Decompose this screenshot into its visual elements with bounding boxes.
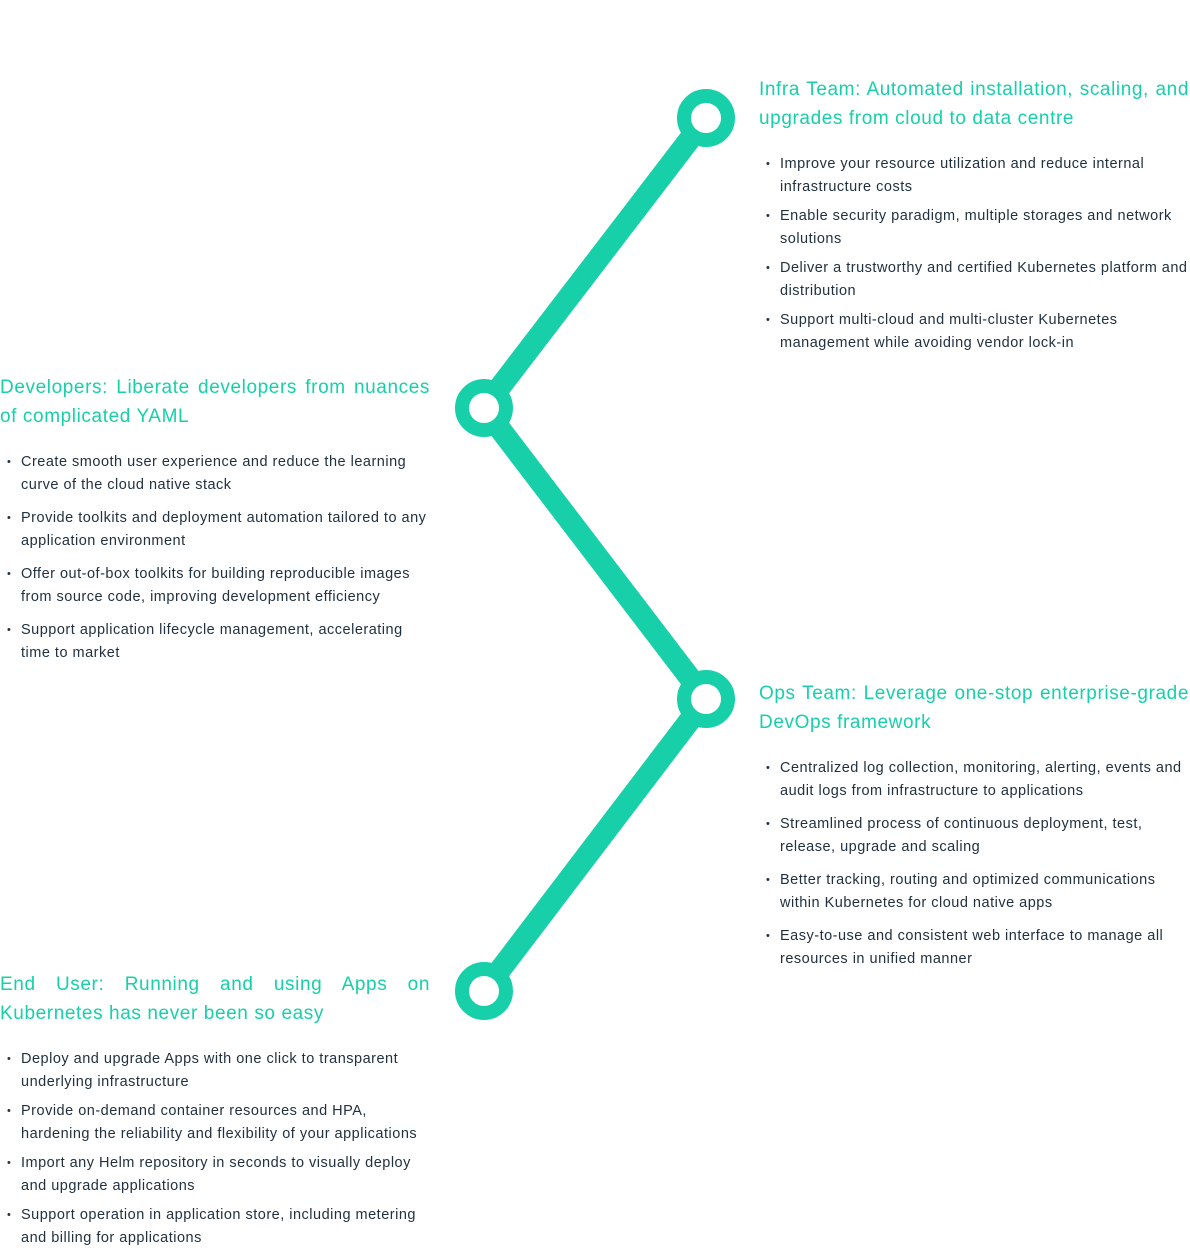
list-item: Easy-to-use and consistent web interface…	[759, 925, 1189, 971]
node-ops	[677, 670, 735, 728]
list-item: Centralized log collection, monitoring, …	[759, 757, 1189, 803]
node-infra	[677, 89, 735, 147]
section-infra-team: Infra Team: Automated installation, scal…	[759, 75, 1189, 361]
list-item: Provide toolkits and deployment automati…	[0, 507, 430, 553]
node-end-user	[455, 962, 513, 1020]
list-item: Create smooth user experience and reduce…	[0, 451, 430, 497]
section-title: Developers: Liberate developers from nua…	[0, 377, 430, 427]
list-item: Deploy and upgrade Apps with one click t…	[0, 1048, 430, 1094]
list-item: Improve your resource utilization and re…	[759, 153, 1189, 199]
section-end-user: End User: Running and using Apps on Kube…	[0, 970, 430, 1256]
section-developers: Developers: Liberate developers from nua…	[0, 373, 430, 675]
node-developers	[455, 379, 513, 437]
section-title: Infra Team: Automated installation, scal…	[759, 79, 1189, 129]
list-item: Support operation in application store, …	[0, 1204, 430, 1250]
list-item: Streamlined process of continuous deploy…	[759, 813, 1189, 859]
list-item: Deliver a trustworthy and certified Kube…	[759, 257, 1189, 303]
list-item: Support application lifecycle management…	[0, 619, 430, 665]
bullet-list: Create smooth user experience and reduce…	[0, 451, 430, 665]
list-item: Provide on-demand container resources an…	[0, 1100, 430, 1146]
bullet-list: Centralized log collection, monitoring, …	[759, 757, 1189, 971]
bullet-list: Deploy and upgrade Apps with one click t…	[0, 1048, 430, 1250]
connector-line	[473, 107, 717, 1002]
section-ops-team: Ops Team: Leverage one-stop enterprise-g…	[759, 679, 1189, 981]
section-title: Ops Team: Leverage one-stop enterprise-g…	[759, 683, 1189, 733]
list-item: Offer out-of-box toolkits for building r…	[0, 563, 430, 609]
list-item: Enable security paradigm, multiple stora…	[759, 205, 1189, 251]
section-title: End User: Running and using Apps on Kube…	[0, 974, 430, 1024]
list-item: Import any Helm repository in seconds to…	[0, 1152, 430, 1198]
bullet-list: Improve your resource utilization and re…	[759, 153, 1189, 355]
list-item: Better tracking, routing and optimized c…	[759, 869, 1189, 915]
list-item: Support multi-cloud and multi-cluster Ku…	[759, 309, 1189, 355]
